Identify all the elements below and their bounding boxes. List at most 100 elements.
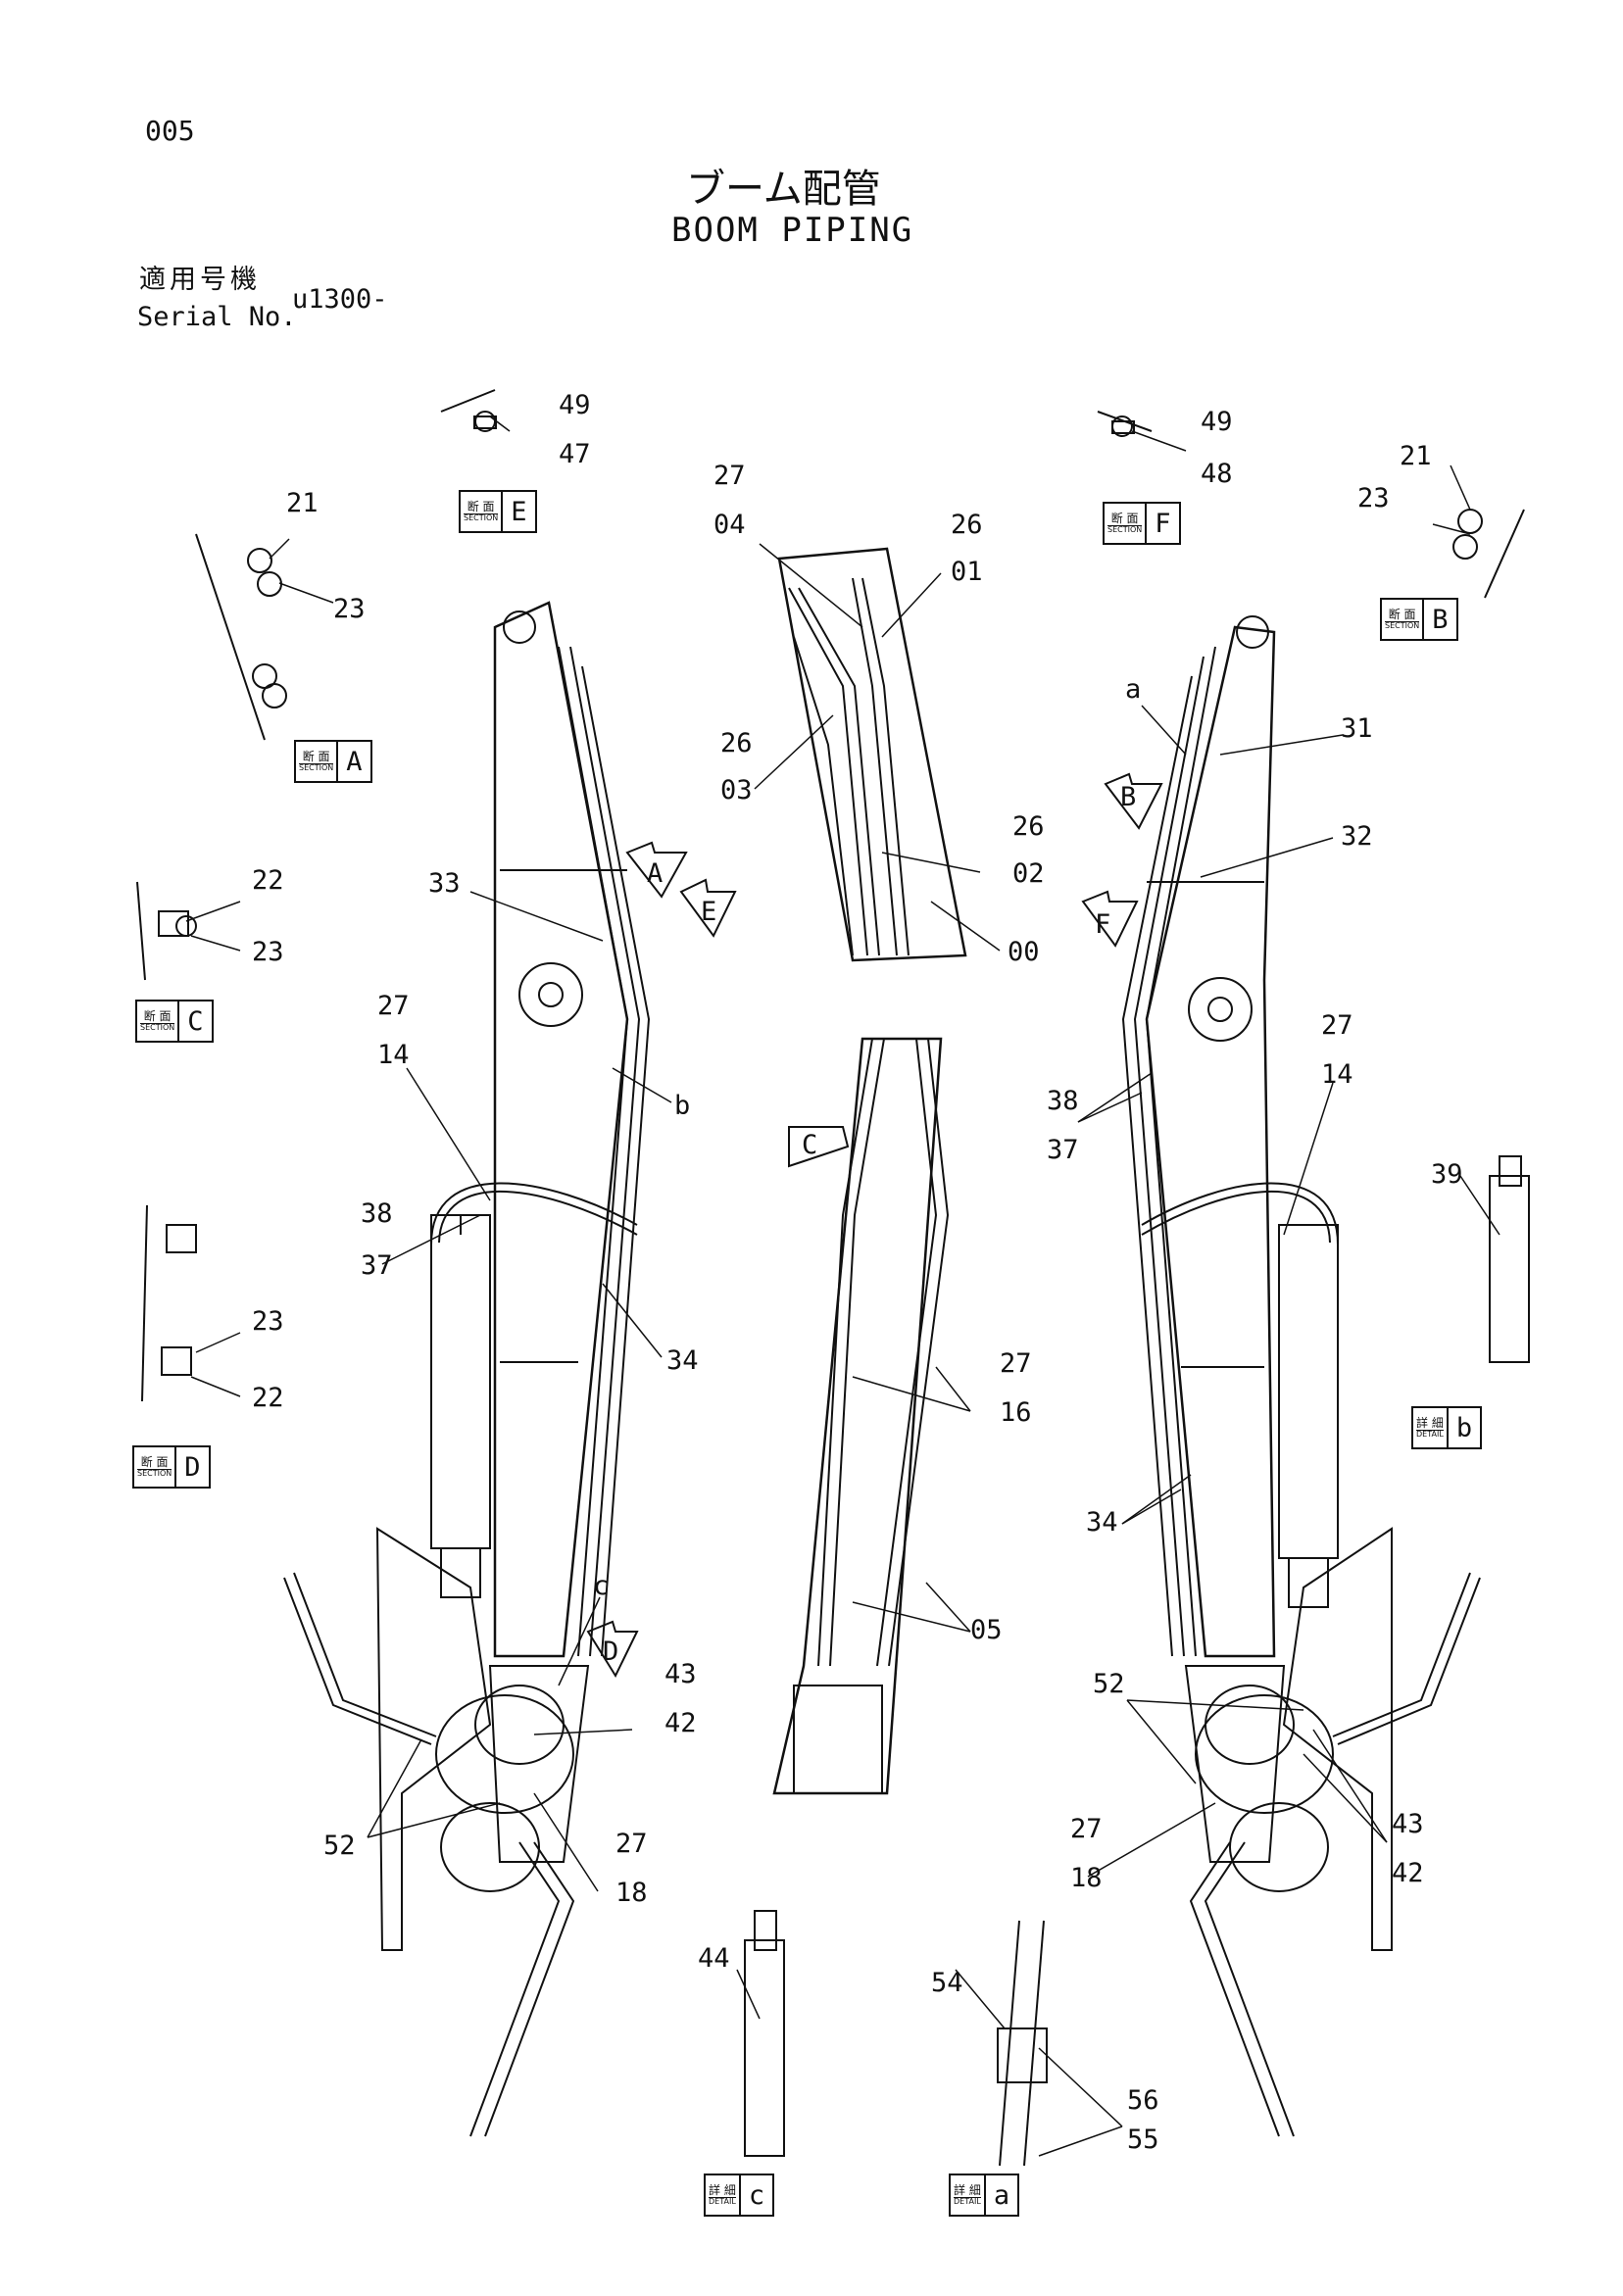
callout-23: 23: [333, 594, 366, 624]
callout-27: 27: [615, 1829, 648, 1859]
tag-jp: 詳 細: [954, 2182, 981, 2197]
callout-39: 39: [1431, 1159, 1463, 1190]
tag-jp: 断 面: [1110, 511, 1139, 525]
callout-16: 16: [1000, 1397, 1032, 1428]
callout-26: 26: [951, 510, 983, 540]
tag-letter: c: [748, 2179, 765, 2211]
callout-54: 54: [931, 1968, 963, 1998]
tag-en: SECTION: [140, 1022, 175, 1032]
tag-jp: 断 面: [1388, 607, 1416, 621]
callout-33: 33: [428, 868, 461, 899]
callout-42: 42: [664, 1708, 697, 1738]
title-english: BOOM PIPING: [671, 211, 914, 250]
tag-jp: 詳 細: [709, 2182, 736, 2197]
tag-jp: 断 面: [302, 749, 330, 763]
callout-21: 21: [286, 488, 319, 518]
callout-31: 31: [1341, 713, 1373, 744]
callout-18: 18: [1070, 1863, 1103, 1893]
callout-23: 23: [1357, 483, 1390, 513]
section-sketches: [137, 390, 1529, 2166]
center-bottom-view: [774, 1039, 948, 1793]
callout-b: b: [674, 1091, 691, 1121]
left-boom-assembly: [284, 603, 649, 2136]
tag-jp: 断 面: [140, 1454, 169, 1469]
callout-48: 48: [1201, 459, 1233, 489]
callout-34: 34: [666, 1345, 699, 1376]
tag-en: SECTION: [464, 513, 499, 522]
callout-c: c: [593, 1571, 610, 1601]
callout-26: 26: [1012, 811, 1045, 842]
serial-label-english: Serial No.: [137, 302, 297, 332]
tag-letter: A: [346, 746, 363, 777]
callout-52: 52: [323, 1831, 356, 1861]
callout-43: 43: [664, 1659, 697, 1689]
callout-52: 52: [1093, 1669, 1125, 1699]
callout-42: 42: [1392, 1858, 1424, 1888]
callout-01: 01: [951, 557, 983, 587]
callout-21: 21: [1400, 441, 1432, 471]
view-arrow-d: D: [603, 1637, 619, 1667]
callout-49: 49: [1201, 407, 1233, 437]
callout-22: 22: [252, 865, 284, 896]
tag-jp: 詳 細: [1416, 1415, 1444, 1430]
view-arrow-f: F: [1095, 909, 1111, 940]
view-arrow-c: C: [802, 1130, 818, 1160]
tag-en: SECTION: [299, 762, 334, 772]
callout-56: 56: [1127, 2085, 1159, 2116]
callout-32: 32: [1341, 821, 1373, 852]
callout-04: 04: [713, 510, 746, 540]
callout-02: 02: [1012, 858, 1045, 889]
callout-27: 27: [377, 991, 410, 1021]
callout-22: 22: [252, 1383, 284, 1413]
view-arrow-a: A: [647, 858, 664, 889]
center-top-view: [779, 549, 965, 960]
tag-en: SECTION: [1385, 620, 1420, 630]
tag-letter: B: [1432, 604, 1449, 635]
callout-23: 23: [252, 937, 284, 967]
serial-label-japanese: 適用号機: [139, 265, 261, 295]
right-boom-assembly: [1123, 616, 1480, 2136]
tag-en: SECTION: [137, 1468, 172, 1478]
tag-en: SECTION: [1107, 524, 1143, 534]
callout-14: 14: [377, 1040, 410, 1070]
callout-38: 38: [1047, 1086, 1079, 1116]
tag-letter: b: [1455, 1412, 1473, 1443]
callout-03: 03: [720, 775, 753, 806]
tag-letter: D: [184, 1451, 201, 1483]
callout-47: 47: [559, 439, 591, 469]
tag-en: DETAIL: [954, 2196, 981, 2206]
tag-letter: F: [1155, 508, 1171, 539]
callout-05: 05: [970, 1615, 1003, 1645]
callout-26: 26: [720, 728, 753, 758]
callout-27: 27: [1321, 1010, 1353, 1041]
callout-18: 18: [615, 1878, 648, 1908]
callout-34: 34: [1086, 1507, 1118, 1538]
callout-49: 49: [559, 390, 591, 420]
view-arrows: [588, 774, 1161, 1676]
callout-27: 27: [1000, 1348, 1032, 1379]
callout-23: 23: [252, 1306, 284, 1337]
view-arrow-b: B: [1120, 782, 1137, 812]
tag-letter: E: [511, 496, 527, 527]
tag-jp: 断 面: [143, 1008, 172, 1023]
callout-a: a: [1125, 674, 1142, 705]
callout-55: 55: [1127, 2125, 1159, 2155]
view-arrow-e: E: [701, 897, 717, 927]
tag-letter: C: [187, 1005, 204, 1037]
tag-letter: a: [993, 2179, 1010, 2211]
callout-43: 43: [1392, 1809, 1424, 1839]
callout-14: 14: [1321, 1059, 1353, 1090]
callout-44: 44: [698, 1943, 730, 1974]
leader-lines: [186, 416, 1500, 2156]
